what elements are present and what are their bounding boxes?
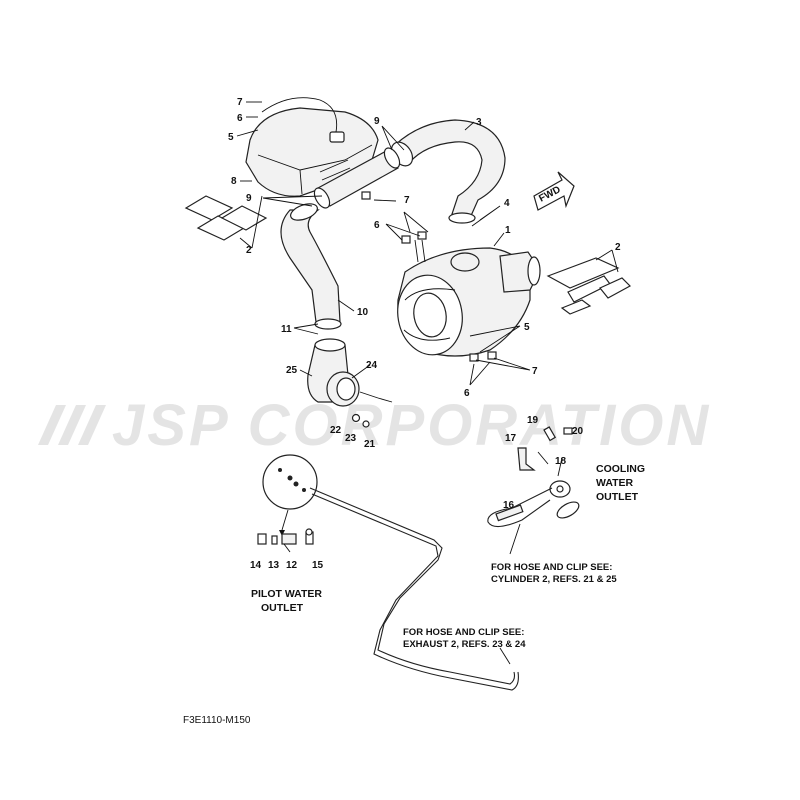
exhaust-leader bbox=[499, 647, 511, 665]
callout-9: 9 bbox=[374, 116, 380, 127]
callout-1: 1 bbox=[505, 225, 511, 236]
note-cylinder-line1: FOR HOSE AND CLIP SEE: bbox=[491, 562, 612, 573]
watermark: JSP CORPORATION bbox=[38, 393, 711, 458]
callout-19: 19 bbox=[527, 415, 539, 426]
watermark-text: JSP CORPORATION bbox=[112, 393, 711, 458]
callout-3: 3 bbox=[476, 117, 482, 128]
callout-6: 6 bbox=[374, 220, 380, 231]
watermark-logo bbox=[38, 405, 106, 445]
callout-9: 9 bbox=[246, 193, 252, 204]
callout-7: 7 bbox=[532, 366, 538, 377]
callout-8: 8 bbox=[231, 176, 237, 187]
callout-10: 10 bbox=[357, 307, 369, 318]
callout-20: 20 bbox=[572, 426, 584, 437]
cooling-water-outlet-line2: WATER bbox=[596, 477, 634, 489]
callout-5: 5 bbox=[228, 132, 234, 143]
callout-11: 11 bbox=[281, 324, 292, 335]
callout-21: 21 bbox=[364, 439, 376, 450]
callout-22: 22 bbox=[330, 425, 342, 436]
callout-24: 24 bbox=[366, 360, 378, 371]
part-10-hose bbox=[280, 203, 342, 330]
callout-25: 25 bbox=[286, 365, 298, 376]
callout-17: 17 bbox=[505, 433, 517, 444]
text-labels: COOLING WATER OUTLET PILOT WATER OUTLET … bbox=[183, 463, 645, 726]
callout-6: 6 bbox=[237, 113, 243, 124]
note-exhaust-line1: FOR HOSE AND CLIP SEE: bbox=[403, 627, 524, 638]
callout-14: 14 bbox=[250, 560, 262, 571]
callout-18: 18 bbox=[555, 456, 567, 467]
cooling-water-outlet-line1: COOLING bbox=[596, 463, 645, 475]
callout-23: 23 bbox=[345, 433, 357, 444]
callout-12: 12 bbox=[286, 560, 298, 571]
callout-6: 6 bbox=[464, 388, 470, 399]
note-cylinder-line2: CYLINDER 2, REFS. 21 & 25 bbox=[491, 574, 617, 585]
callout-2: 2 bbox=[246, 245, 252, 256]
part-5-strap-top bbox=[261, 97, 338, 133]
callout-5: 5 bbox=[524, 322, 530, 333]
figure-code: F3E1110-M150 bbox=[183, 715, 251, 726]
part-24-valve bbox=[326, 371, 393, 428]
pilot-water-line bbox=[309, 487, 516, 685]
pilot-water-outlet-line2: OUTLET bbox=[261, 602, 304, 614]
pilot-outlet-detail bbox=[257, 454, 318, 553]
fwd-arrow: FWD bbox=[533, 171, 575, 211]
note-exhaust-line2: EXHAUST 2, REFS. 23 & 24 bbox=[403, 639, 526, 650]
callout-7: 7 bbox=[237, 97, 243, 108]
callout-13: 13 bbox=[268, 560, 280, 571]
part-9-pipe bbox=[313, 147, 401, 209]
part-3-hose bbox=[390, 119, 506, 224]
callout-15: 15 bbox=[312, 560, 324, 571]
leader-lines-upper bbox=[236, 101, 619, 386]
cooling-outlet-parts bbox=[487, 426, 573, 555]
part-2-pads-right bbox=[546, 257, 631, 315]
pilot-water-outlet-line1: PILOT WATER bbox=[251, 588, 322, 600]
callout-4: 4 bbox=[504, 198, 510, 209]
callout-7: 7 bbox=[404, 195, 410, 206]
clips bbox=[361, 191, 497, 362]
callout-16: 16 bbox=[503, 500, 515, 511]
callouts: 7 6 5 8 9 3 9 7 6 4 1 2 2 10 11 5 7 6 24… bbox=[228, 97, 621, 571]
callout-2: 2 bbox=[615, 242, 621, 253]
part-2-pads-left bbox=[184, 195, 268, 241]
cooling-outlet-line bbox=[556, 501, 580, 519]
cooling-water-outlet-line3: OUTLET bbox=[596, 491, 639, 503]
part-1-airbox bbox=[397, 247, 541, 357]
